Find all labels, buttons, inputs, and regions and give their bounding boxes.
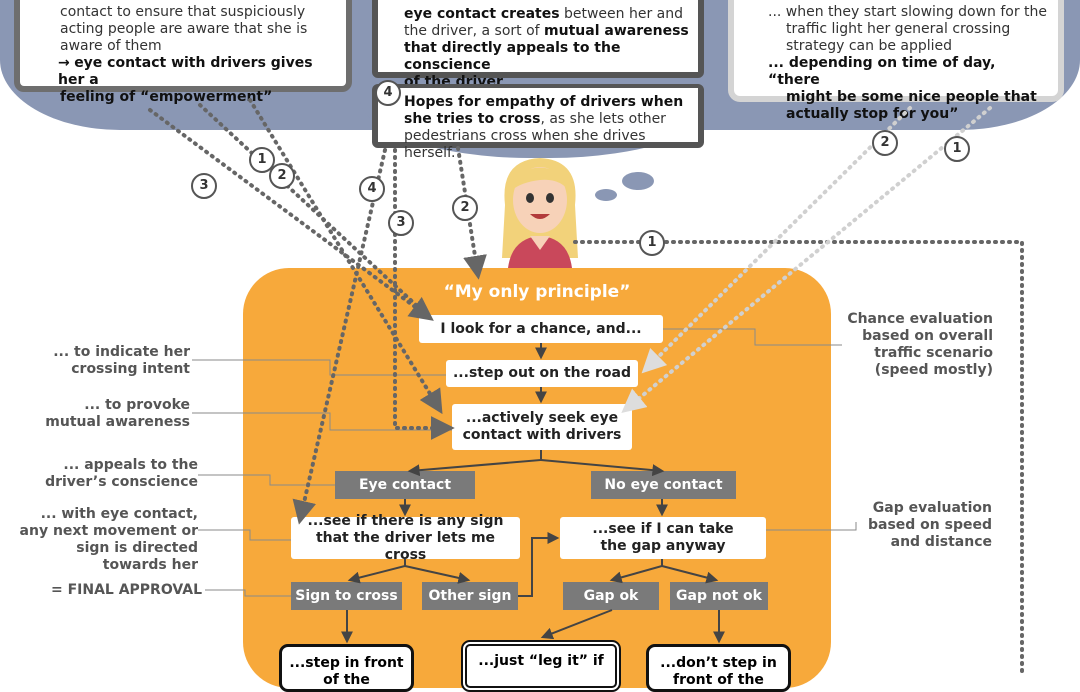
right-card-bold: ... depending on time of day, “there (768, 55, 1052, 89)
arrow-glyph: → (58, 55, 70, 71)
outcome-leg-it: ...just “leg it” if (461, 640, 621, 692)
step-out-on-road: ...step out on the road (446, 360, 638, 387)
center-bottom-line: pedestrians cross when she drives hersel… (404, 128, 646, 161)
center-top-line: eye contact creates between her and (404, 6, 690, 23)
right-card-bold-text: might be some nice people that (786, 89, 1037, 105)
outcome-step-in-front: ...step in front of the (279, 644, 414, 692)
path-number-badge: 2 (452, 195, 478, 221)
center-bottom-text: , as she lets other (540, 111, 666, 127)
center-top-line: that directly appeals to the conscience (404, 40, 690, 74)
left-thought-card: contact to ensure that suspiciously acti… (14, 0, 352, 105)
annotation-mutual-awareness: ... to provoke mutual awareness (45, 397, 190, 430)
sign-to-cross: Sign to cross (291, 582, 402, 610)
right-card-bold: actually stop for you” (768, 106, 1052, 123)
right-card-bold-text: ... depending on time of day, “there (768, 55, 996, 88)
annotation-final-approval: = FINAL APPROVAL (50, 582, 202, 598)
thought-bubble-small (595, 189, 617, 201)
annotation-chance-evaluation: Chance evaluation based on overall traff… (847, 311, 993, 378)
center-bottom-bold: she tries to cross (404, 111, 541, 127)
branch-no-eye-contact: No eye contact (591, 471, 736, 499)
outcome-text: ...step in front of the (289, 655, 404, 688)
annotation-conscience: ... appeals to the driver’s conscience (45, 457, 198, 490)
right-card-line: traffic light her general crossing (786, 21, 1011, 37)
center-bottom-card: Hopes for empathy of drivers when she tr… (372, 84, 704, 161)
right-card-line: ... when they start slowing down for the (768, 4, 1048, 20)
path-number-badge: 2 (269, 163, 295, 189)
left-card-line: aware of them (60, 38, 162, 54)
right-thought-card: ... when they start slowing down for the… (728, 0, 1064, 122)
annotation-gap-evaluation: Gap evaluation based on speed and distan… (867, 500, 992, 550)
annotation-indicate-intent: ... to indicate her crossing intent (53, 344, 190, 377)
right-card-bold-text: actually stop for you” (786, 106, 959, 122)
center-bottom-bold: Hopes for empathy of drivers when (404, 94, 684, 110)
step-look-for-chance: I look for a chance, and... (419, 315, 663, 343)
path-number-badge: 3 (191, 173, 217, 199)
left-card-bold: feeling of “empowerment” (60, 89, 336, 106)
branch-eye-contact: Eye contact (335, 471, 475, 499)
right-card-bold: might be some nice people that (768, 89, 1052, 106)
path-number-badge: 3 (388, 210, 414, 236)
left-card-bold: → eye contact with drivers gives her a (58, 55, 336, 89)
outcome-text: ...don’t step in front of the (660, 655, 777, 688)
center-top-bold: mutual awareness (544, 23, 689, 39)
center-top-bold: that directly appeals to the conscience (404, 40, 621, 73)
step-seek-eye-contact: ...actively seek eye contact with driver… (452, 404, 632, 450)
other-sign: Other sign (422, 582, 518, 610)
step-number-badge: 4 (375, 80, 401, 106)
left-card-line: acting people are aware that she is (60, 21, 308, 37)
center-top-text: the driver, a sort of (404, 23, 545, 39)
left-card-line: contact to ensure that suspiciously (60, 4, 306, 20)
thought-bubble-large (622, 172, 654, 190)
path-number-badge: 4 (359, 176, 385, 202)
center-bottom-line: she tries to cross, as she lets other (404, 111, 690, 128)
check-driver-sign: ...see if there is any sign that the dri… (291, 513, 520, 563)
center-top-line: the driver, a sort of mutual awareness (404, 23, 690, 40)
path-number-badge: 1 (639, 230, 665, 256)
center-top-text: . (502, 74, 508, 90)
outcome-text: ...just “leg it” if (478, 653, 604, 669)
path-number-badge: 2 (872, 130, 898, 156)
gap-ok: Gap ok (563, 582, 659, 610)
gap-not-ok: Gap not ok (670, 582, 768, 610)
center-bottom-line: Hopes for empathy of drivers when (404, 94, 690, 111)
left-card-bold-text: feeling of “empowerment” (60, 89, 273, 105)
center-top-bold: eye contact creates (404, 6, 560, 22)
outcome-dont-step: ...don’t step in front of the (646, 644, 791, 692)
center-top-text: between her and (559, 6, 684, 22)
principle-title: “My only principle” (443, 282, 631, 302)
right-card-line: strategy can be applied (786, 38, 953, 54)
center-top-card: eye contact creates between her and the … (372, 0, 704, 90)
annotation-directed: ... with eye contact, any next movement … (19, 506, 198, 573)
check-gap: ...see if I can take the gap anyway (560, 517, 766, 559)
path-number-badge: 1 (944, 136, 970, 162)
left-card-bold-text: eye contact with drivers gives her a (58, 55, 313, 88)
